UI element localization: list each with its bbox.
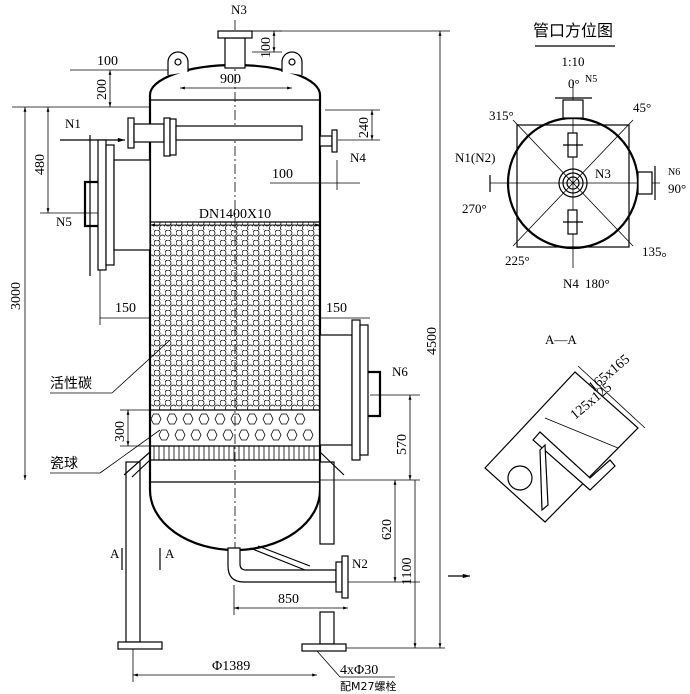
orient-n1-n2: N1(N2)	[455, 150, 495, 165]
deg-90: 90°	[668, 181, 686, 196]
ceramic-ball	[198, 413, 210, 425]
anchor-holes-note: 4xΦ30	[340, 663, 378, 678]
dim-570: 570	[395, 434, 410, 455]
dim-200: 200	[95, 79, 110, 100]
ceramic-ball	[182, 413, 194, 425]
deg-270: 270°	[462, 201, 487, 216]
nozzle-n3: N3	[217, 2, 253, 69]
ceramic-ball	[254, 429, 266, 441]
dim-1389: Φ1389	[212, 659, 250, 674]
ceramic-ball	[302, 429, 314, 441]
orient-n5: N5	[585, 74, 597, 85]
dim-900: 900	[220, 72, 241, 87]
ceramic-balls-label: 瓷球	[50, 456, 78, 472]
ceramic-ball	[190, 429, 202, 441]
ceramic-ball	[206, 429, 218, 441]
deg-180: 180°	[585, 276, 610, 291]
nozzle-orientation-view: 管口方位图 1:10 0° N5 45° 315° N1(N2) N3 N6 9…	[455, 21, 686, 291]
lifting-lugs	[167, 51, 303, 75]
ceramic-ball-layer	[150, 409, 320, 461]
dim-100-n3: 100	[259, 37, 274, 58]
section-mark-left: A	[110, 546, 120, 561]
ceramic-ball	[286, 429, 298, 441]
dim-3000: 3000	[9, 282, 24, 310]
ceramic-ball	[246, 413, 258, 425]
activated-carbon-label: 活性碳	[50, 376, 92, 392]
dim-620: 620	[380, 519, 395, 540]
n2-label: N2	[352, 556, 368, 571]
activated-carbon-bed	[150, 221, 320, 410]
orient-n3: N3	[595, 166, 611, 181]
ceramic-ball	[214, 413, 226, 425]
orient-n4: N4	[563, 276, 579, 291]
manhole-n6: N6	[319, 319, 408, 461]
dim-480: 480	[33, 154, 48, 175]
deg-135: 135。	[642, 244, 675, 259]
n6-label: N6	[392, 364, 408, 379]
ceramic-ball	[166, 413, 178, 425]
manhole-n5: N5	[56, 135, 151, 276]
section-mark-right: A	[165, 546, 175, 561]
ceramic-ball	[150, 413, 162, 425]
deg-0: 0°	[568, 76, 580, 91]
nozzle-n4: N4	[319, 129, 366, 165]
deg-315: 315°	[489, 108, 514, 123]
section-a-a: A—A 165x165 125x125	[484, 332, 646, 523]
dimensions: 100 200 900 100 3000 480 240 100 DN1400X…	[9, 30, 470, 693]
dim-850: 850	[278, 592, 299, 607]
section-title: A—A	[545, 332, 577, 347]
anchor-bolts-note: 配M27螺栓	[340, 679, 397, 693]
ceramic-ball	[222, 429, 234, 441]
ceramic-ball	[262, 413, 274, 425]
orientation-scale: 1:10	[561, 54, 584, 69]
dim-100-top: 100	[97, 54, 118, 69]
dim-150-right: 150	[326, 301, 347, 316]
nozzle-n1: N1	[60, 116, 303, 157]
ceramic-ball	[158, 429, 170, 441]
dim-1100: 1100	[400, 558, 415, 585]
shell-spec: DN1400X10	[199, 207, 271, 222]
n3-label: N3	[231, 2, 247, 17]
ceramic-ball	[238, 429, 250, 441]
n1-label: N1	[65, 116, 81, 131]
dim-150-left: 150	[115, 301, 136, 316]
support-legs	[117, 451, 347, 652]
deg-45: 45°	[633, 100, 651, 115]
deg-225: 225°	[505, 253, 530, 268]
dim-4500: 4500	[425, 327, 440, 355]
ceramic-ball	[294, 413, 306, 425]
dim-240: 240	[357, 117, 372, 138]
ceramic-ball	[270, 429, 282, 441]
ceramic-ball	[230, 413, 242, 425]
n5-label: N5	[56, 214, 72, 229]
dim-300: 300	[113, 421, 128, 442]
ceramic-ball	[174, 429, 186, 441]
orient-n6: N6	[668, 167, 680, 178]
dim-100-n4: 100	[272, 167, 293, 182]
nozzle-n2: N2	[227, 545, 368, 599]
n4-label: N4	[350, 150, 366, 165]
ceramic-ball	[278, 413, 290, 425]
orientation-title: 管口方位图	[533, 21, 613, 40]
